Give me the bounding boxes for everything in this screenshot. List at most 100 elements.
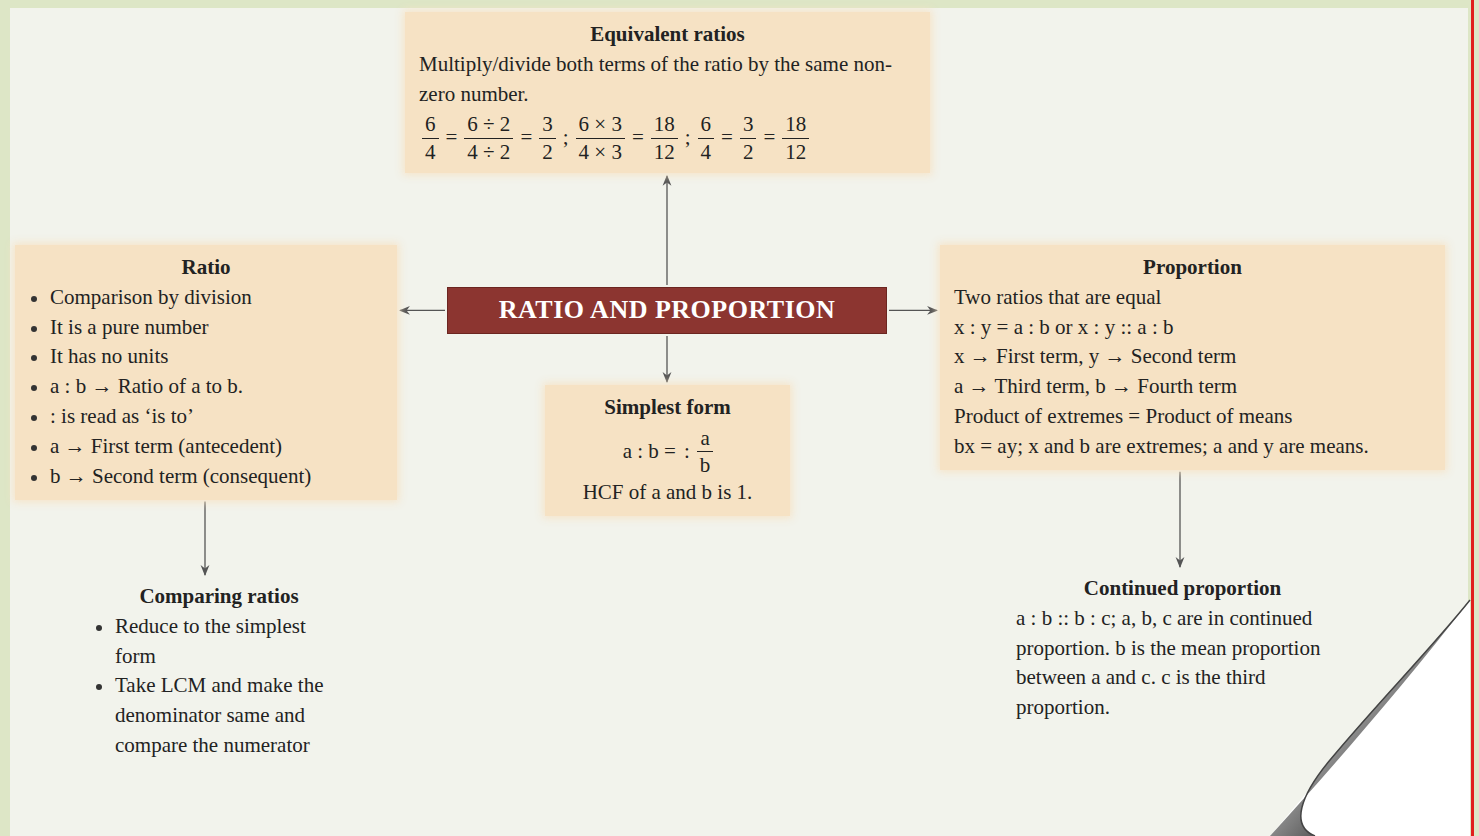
bullet-item: Comparison by division <box>29 283 383 313</box>
bullet-text: Reduce to the simplest form <box>115 612 344 672</box>
fraction: 64 <box>422 111 439 165</box>
operator: = <box>520 123 532 153</box>
page-corner <box>1270 600 1470 836</box>
bullet-dot <box>31 296 37 302</box>
fraction: 6 ÷ 24 ÷ 2 <box>464 111 513 165</box>
bullet-text: Take LCM and make the denominator same a… <box>115 671 344 760</box>
curl-back <box>1308 600 1470 836</box>
operator: ; <box>563 123 569 153</box>
numerator: 6 × 3 <box>576 111 625 137</box>
fraction: 1812 <box>782 111 809 165</box>
box-heading: Proportion <box>954 253 1431 283</box>
operator: = <box>446 123 458 153</box>
arrow-connector <box>1179 472 1180 567</box>
operator: = <box>721 123 733 153</box>
bullet-dot <box>31 385 37 391</box>
fraction: 32 <box>539 111 556 165</box>
denominator: 4 <box>422 138 439 165</box>
denominator: 4 ÷ 2 <box>464 138 513 165</box>
fraction: 6 × 34 × 3 <box>576 111 625 165</box>
denominator: 12 <box>782 138 809 165</box>
body-text: Two ratios that are equal <box>954 283 1431 313</box>
concept-box: Equivalent ratiosMultiply/divide both te… <box>405 12 930 173</box>
operator: a : b = <box>623 437 676 467</box>
curl-flap <box>1270 600 1470 836</box>
formula-row: a : b =:ab <box>559 425 776 479</box>
numerator: 6 <box>422 111 439 137</box>
numerator: 3 <box>740 111 757 137</box>
box-heading: Continued proportion <box>1016 574 1349 604</box>
bullet-text: b → Second term (consequent) <box>50 462 383 492</box>
arrow-connector <box>204 502 205 576</box>
bullet-text: Comparison by division <box>50 283 383 313</box>
bullet-text: It has no units <box>50 342 383 372</box>
bullet-item: Take LCM and make the denominator same a… <box>94 671 344 760</box>
bullet-item: Reduce to the simplest form <box>94 612 344 672</box>
denominator: 4 × 3 <box>576 138 625 165</box>
body-text: a → Third term, b → Fourth term <box>954 372 1431 402</box>
numerator: a <box>697 425 712 451</box>
bullet-dot <box>31 415 37 421</box>
bullet-dot <box>31 475 37 481</box>
operator: : <box>684 437 690 467</box>
denominator: b <box>697 451 714 478</box>
fraction: 32 <box>740 111 757 165</box>
body-text: HCF of a and b is 1. <box>559 478 776 508</box>
concept-box: ProportionTwo ratios that are equalx : y… <box>940 245 1445 470</box>
numerator: 18 <box>782 111 809 137</box>
bullet-item: a → First term (antecedent) <box>29 432 383 462</box>
bullet-dot <box>96 625 102 631</box>
operator: = <box>632 123 644 153</box>
bullet-dot <box>31 445 37 451</box>
arrow-connector <box>666 176 667 285</box>
numerator: 6 <box>698 111 715 137</box>
bullet-dot <box>96 684 102 690</box>
arrow-connector <box>666 336 667 382</box>
numerator: 3 <box>539 111 556 137</box>
box-heading: Simplest form <box>559 393 776 423</box>
bullet-dot <box>31 355 37 361</box>
bullet-text: a : b → Ratio of a to b. <box>50 372 383 402</box>
bullet-item: b → Second term (consequent) <box>29 462 383 492</box>
body-text: Product of extremes = Product of means <box>954 402 1431 432</box>
title-text: RATIO AND PROPORTION <box>462 292 872 329</box>
denominator: 4 <box>698 138 715 165</box>
concept-note: Comparing ratiosReduce to the simplest f… <box>88 578 350 765</box>
bullet-dot <box>31 326 37 332</box>
body-text: bx = ay; x and b are extremes; a and y a… <box>954 432 1431 462</box>
box-heading: Comparing ratios <box>94 582 344 612</box>
arrow-connector <box>400 310 445 311</box>
box-heading: Ratio <box>29 253 383 283</box>
concept-box: RatioComparison by divisionIt is a pure … <box>15 245 397 500</box>
operator: ; <box>685 123 691 153</box>
denominator: 2 <box>740 138 757 165</box>
box-heading: Equivalent ratios <box>419 20 916 50</box>
fraction: ab <box>697 425 714 479</box>
bullet-text: It is a pure number <box>50 313 383 343</box>
arrow-connector <box>889 310 937 311</box>
bullet-text: : is read as ‘is to’ <box>50 402 383 432</box>
denominator: 2 <box>539 138 556 165</box>
bullet-item: It is a pure number <box>29 313 383 343</box>
central-title-box: RATIO AND PROPORTION <box>447 287 887 334</box>
numerator: 18 <box>651 111 678 137</box>
bullet-item: : is read as ‘is to’ <box>29 402 383 432</box>
concept-box: Simplest forma : b =:abHCF of a and b is… <box>545 385 790 516</box>
body-text: Multiply/divide both terms of the ratio … <box>419 50 916 110</box>
body-text: x : y = a : b or x : y :: a : b <box>954 313 1431 343</box>
operator: = <box>763 123 775 153</box>
body-text: a : b :: b : c; a, b, c are in continued… <box>1016 604 1349 723</box>
margin-line <box>1471 0 1474 836</box>
concept-note: Continued proportiona : b :: b : c; a, b… <box>1010 570 1355 727</box>
fraction: 64 <box>698 111 715 165</box>
bullet-item: a : b → Ratio of a to b. <box>29 372 383 402</box>
body-text: x → First term, y → Second term <box>954 342 1431 372</box>
bullet-text: a → First term (antecedent) <box>50 432 383 462</box>
denominator: 12 <box>651 138 678 165</box>
curl-edge <box>1301 600 1470 836</box>
numerator: 6 ÷ 2 <box>464 111 513 137</box>
formula-row: 64=6 ÷ 24 ÷ 2=32;6 × 34 × 3=1812;64=32=1… <box>419 111 916 165</box>
fraction: 1812 <box>651 111 678 165</box>
bullet-item: It has no units <box>29 342 383 372</box>
